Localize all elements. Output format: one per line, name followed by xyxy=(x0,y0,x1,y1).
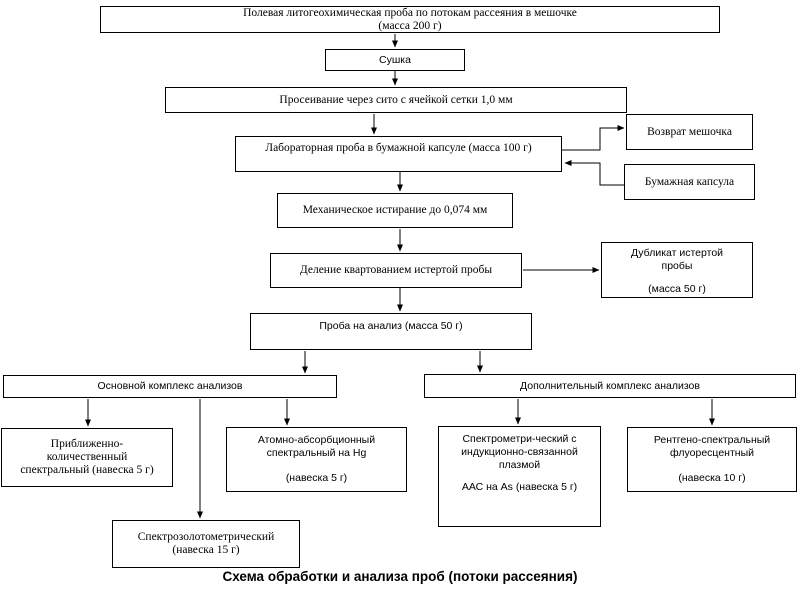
box-drying: Сушка xyxy=(325,49,465,71)
box-line: Приближенно- xyxy=(50,438,124,450)
box-line: Рентгено-спектральный xyxy=(653,434,771,446)
box-line: ААС на As (навеска 5 г) xyxy=(461,481,578,493)
box-line: (масса 50 г) xyxy=(648,283,706,295)
box-line: количественный xyxy=(46,451,128,463)
box-line: Дополнительный комплекс анализов xyxy=(520,379,700,392)
box-main-complex: Основной комплекс анализов xyxy=(3,375,337,398)
box-line: Спектрометри-ческий с xyxy=(462,433,577,445)
box-line: Атомно-абсорбционный xyxy=(257,434,376,446)
box-paper-capsule: Бумажная капсула xyxy=(624,164,755,200)
box-line: Полевая литогеохимическая проба по поток… xyxy=(243,6,577,19)
box-line: (навеска 15 г) xyxy=(172,544,240,556)
box-line: (навеска 10 г) xyxy=(678,472,746,484)
box-quartering: Деление квартованием истертой пробы xyxy=(270,253,522,288)
box-line: Дубликат истертой xyxy=(630,247,724,259)
box-line: пробы xyxy=(661,260,693,272)
box-duplicate: Дубликат истертой пробы (масса 50 г) xyxy=(601,242,753,298)
box-line: Сушка xyxy=(379,53,411,66)
box-line: (масса 200 г) xyxy=(378,19,442,32)
box-analysis-sample: Проба на анализ (масса 50 г) xyxy=(250,313,532,350)
box-line: спектральный (навеска 5 г) xyxy=(20,464,154,476)
diagram-caption: Схема обработки и анализа проб (потоки р… xyxy=(222,569,578,584)
box-lab-sample: Лабораторная проба в бумажной капсуле (м… xyxy=(235,136,562,172)
box-line: Основной комплекс анализов xyxy=(97,380,243,392)
box-additional-complex: Дополнительный комплекс анализов xyxy=(424,374,796,398)
arrow-capsule-to-lab xyxy=(564,160,624,186)
box-atomic-absorption: Атомно-абсорбционный спектральный на Hg … xyxy=(226,427,407,492)
box-line: Механическое истирание до 0,074 мм xyxy=(302,204,488,216)
box-spectro-gold: Спектрозолотометрический (навеска 15 г) xyxy=(112,520,300,568)
box-approx-quantitative: Приближенно- количественный спектральный… xyxy=(1,428,173,487)
box-icp-spectrometric: Спектрометри-ческий с индукционно-связан… xyxy=(438,426,601,527)
box-line: плазмой xyxy=(498,459,541,471)
box-line: Проба на анализ (масса 50 г) xyxy=(319,320,463,332)
arrow-lab-to-bag-return xyxy=(562,125,625,151)
box-line: Возврат мешочка xyxy=(647,125,732,138)
box-bag-return: Возврат мешочка xyxy=(626,114,753,150)
box-line: индукционно-связанной xyxy=(461,446,578,458)
box-line: Бумажная капсула xyxy=(644,175,735,188)
box-line: Лабораторная проба в бумажной капсуле (м… xyxy=(265,142,532,154)
box-field-sample: Полевая литогеохимическая проба по поток… xyxy=(100,6,720,33)
box-line: Просеивание через сито с ячейкой сетки 1… xyxy=(279,93,513,106)
box-line: спектральный на Hg xyxy=(266,447,367,459)
box-line: Деление квартованием истертой пробы xyxy=(299,264,493,276)
box-line: Спектрозолотометрический xyxy=(137,531,275,543)
box-sieving: Просеивание через сито с ячейкой сетки 1… xyxy=(165,87,627,113)
box-line: флуоресцентный xyxy=(670,447,754,459)
box-grinding: Механическое истирание до 0,074 мм xyxy=(277,193,513,228)
box-line: (навеска 5 г) xyxy=(285,472,348,484)
box-xray-fluorescent: Рентгено-спектральный флуоресцентный (на… xyxy=(627,427,797,492)
